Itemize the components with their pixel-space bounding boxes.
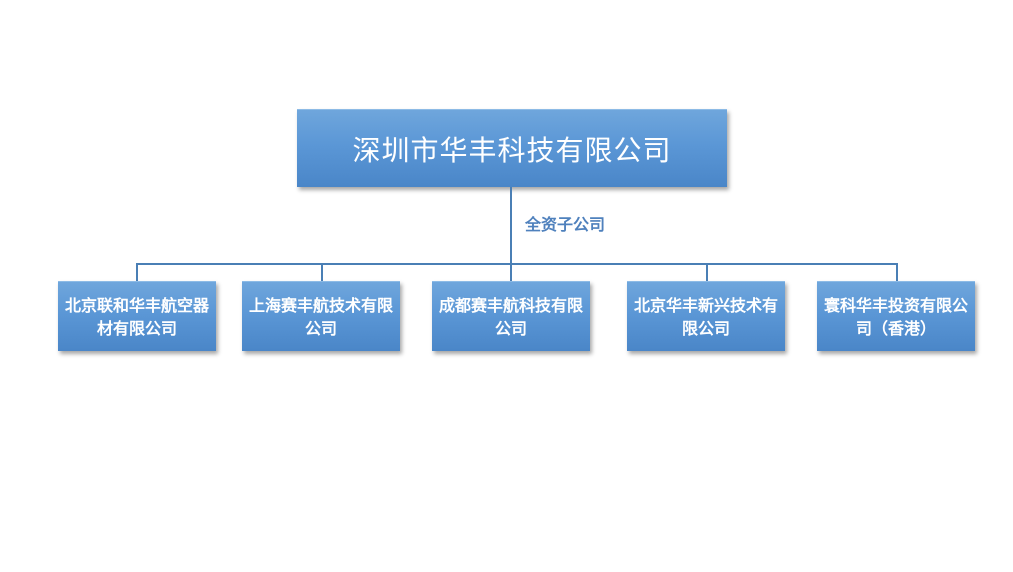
subsidiary-node: 北京华丰新兴技术有限公司 (627, 281, 785, 351)
subsidiary-label: 寰科华丰投资有限公司（香港） (823, 295, 968, 338)
subsidiary-label: 北京联和华丰航空器材有限公司 (64, 295, 209, 338)
child-connector-line (896, 263, 898, 281)
subsidiary-label: 成都赛丰航科技有限公司 (438, 295, 583, 338)
subsidiary-node: 上海赛丰航技术有限公司 (242, 281, 400, 351)
child-connector-line (321, 263, 323, 281)
relation-label: 全资子公司 (525, 215, 606, 234)
root-connector-line (510, 187, 512, 264)
subsidiary-node: 成都赛丰航科技有限公司 (432, 281, 590, 351)
root-company-label: 深圳市华丰科技有限公司 (352, 133, 672, 167)
horizontal-connector-line (136, 263, 898, 265)
child-connector-line (510, 263, 512, 281)
subsidiary-label: 上海赛丰航技术有限公司 (248, 295, 393, 338)
subsidiary-label: 北京华丰新兴技术有限公司 (633, 295, 778, 338)
subsidiary-node: 北京联和华丰航空器材有限公司 (58, 281, 216, 351)
child-connector-line (136, 263, 138, 281)
subsidiary-node: 寰科华丰投资有限公司（香港） (817, 281, 975, 351)
root-company-node: 深圳市华丰科技有限公司 (297, 109, 727, 187)
child-connector-line (706, 263, 708, 281)
